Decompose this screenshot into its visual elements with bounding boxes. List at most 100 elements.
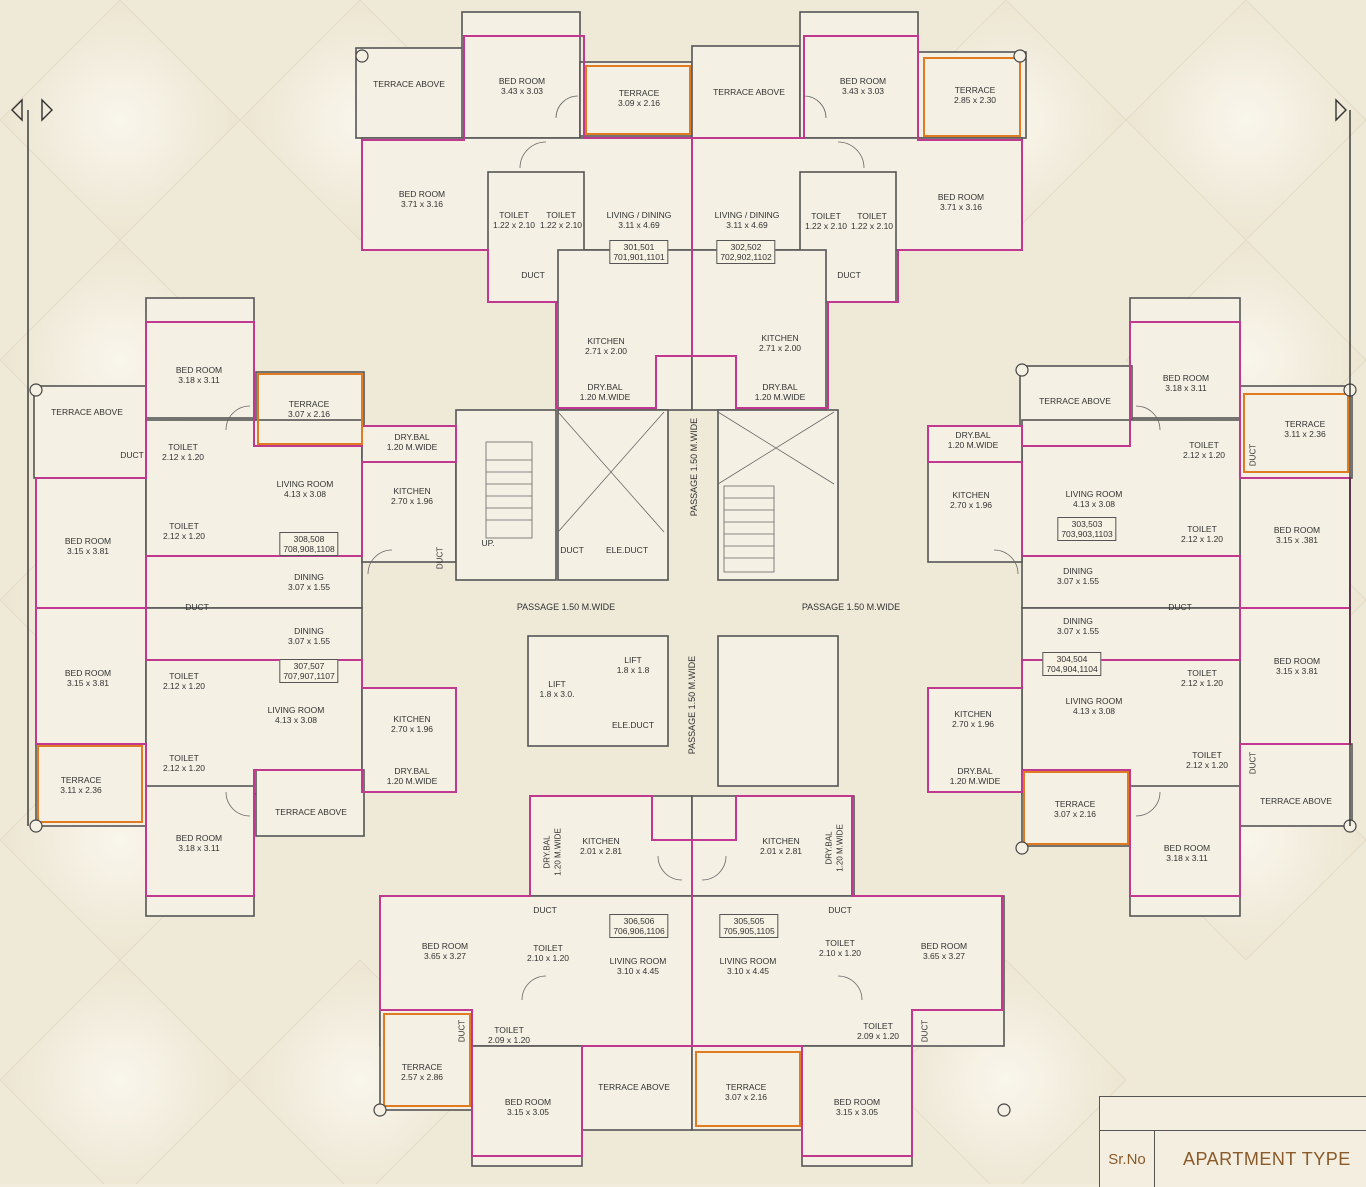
room-dimensions: 3.07 x 1.55 — [1056, 576, 1100, 586]
room-name: LIVING / DINING — [606, 210, 672, 220]
room-dimensions: 3.43 x 3.03 — [841, 86, 885, 96]
room-dimensions: 2.12 x 1.20 — [162, 531, 206, 541]
table-header-row — [1100, 1097, 1366, 1131]
room-name: BED ROOM — [64, 668, 112, 678]
room-label: DUCT — [533, 905, 557, 915]
room-dimensions: 2.57 x 2.86 — [400, 1072, 444, 1082]
room-name: ELE.DUCT — [611, 720, 655, 730]
room-label: DUCT — [828, 905, 852, 915]
room-dimensions: 3.18 x 3.11 — [178, 375, 220, 385]
room-name: TERRACE — [1054, 799, 1096, 809]
flat-number-line2: 704,904,1104 — [1046, 664, 1098, 674]
room-dimensions: 2.12 x 1.20 — [162, 681, 206, 691]
room-dimensions: 1.22 x 2.10 — [804, 221, 848, 231]
room-label: ELE.DUCT — [606, 545, 648, 555]
room-label: DUCT — [837, 270, 861, 280]
room-name: BED ROOM — [833, 1097, 881, 1107]
room-label: TERRACE ABOVE — [598, 1082, 670, 1092]
room-name: TOILET — [499, 210, 529, 220]
room-name: TERRACE ABOVE — [373, 79, 445, 89]
room-name: ELE.DUCT — [605, 545, 649, 555]
apartment-type-table: Sr.No APARTMENT TYPE — [1099, 1096, 1366, 1187]
flat-number-line1: 303,503 — [1071, 519, 1103, 529]
room-name: TOILET — [1192, 750, 1222, 760]
flat-number-line2: 705,905,1105 — [723, 926, 775, 936]
room-dimensions: 1.20 M.WIDE — [947, 440, 999, 450]
flat-number-line2: 708,908,1108 — [283, 544, 335, 554]
column-markers — [29, 49, 1357, 1117]
room-name: DRY.BAL — [762, 382, 798, 392]
terrace-outlines — [37, 57, 1349, 1127]
vertical-room-label: 1.20 M.WIDE — [835, 824, 845, 872]
room-name: DUCT — [560, 545, 584, 555]
vertical-room-label: DRY.BAL — [542, 835, 552, 869]
vertical-room-label: DUCT — [435, 546, 445, 570]
room-dimensions: 2.70 x 1.96 — [390, 496, 434, 506]
room-name: TERRACE — [401, 1062, 443, 1072]
room-dimensions: 3.07 x 1.55 — [287, 636, 331, 646]
room-name: BED ROOM — [175, 833, 223, 843]
room-dimensions: 2.10 x 1.20 — [818, 948, 862, 958]
room-dimensions: 3.15 x 3.81 — [66, 678, 110, 688]
flat-number-line1: 305,505 — [733, 916, 765, 926]
room-dimensions: 3.18 x 3.11 — [178, 843, 220, 853]
room-name: TOILET — [825, 938, 855, 948]
vertical-room-label: DUCT — [920, 1019, 930, 1043]
room-dimensions: 2.10 x 1.20 — [526, 953, 570, 963]
room-dimensions: 3.07 x 2.16 — [724, 1092, 768, 1102]
room-dimensions: 3.07 x 2.16 — [1053, 809, 1097, 819]
room-name: BED ROOM — [64, 536, 112, 546]
room-name: TERRACE — [618, 88, 660, 98]
room-dimensions: 4.13 x 3.08 — [1072, 706, 1116, 716]
room-dimensions: 2.70 x 1.96 — [949, 500, 993, 510]
room-dimensions: 3.11 x 2.36 — [1284, 429, 1326, 439]
room-name: DINING — [1063, 566, 1093, 576]
room-label: ELE.DUCT — [612, 720, 654, 730]
room-dimensions: 3.10 x 4.45 — [616, 966, 660, 976]
room-dimensions: 2.12 x 1.20 — [162, 763, 206, 773]
room-label: DUCT — [185, 602, 209, 612]
flat-number-line2: 707,907,1107 — [283, 671, 335, 681]
room-dimensions: 1.8 x 3.0. — [539, 689, 575, 699]
room-name: TERRACE ABOVE — [51, 407, 123, 417]
passage-label-left: PASSAGE 1.50 M.WIDE — [516, 602, 616, 612]
room-name: DRY.BAL — [394, 766, 430, 776]
room-name: LIVING / DINING — [714, 210, 780, 220]
room-name: TERRACE ABOVE — [275, 807, 347, 817]
room-dimensions: 3.15 x .381 — [1275, 535, 1319, 545]
room-dimensions: 2.71 x 2.00 — [758, 343, 802, 353]
core-details — [485, 411, 835, 573]
room-name: DUCT — [521, 270, 545, 280]
room-dimensions: 2.09 x 1.20 — [856, 1031, 900, 1041]
passage-label-top: PASSAGE 1.50 M.WIDE — [689, 417, 699, 517]
room-name: DRY.BAL — [957, 766, 993, 776]
room-name: BED ROOM — [920, 941, 968, 951]
room-name: KITCHEN — [761, 333, 799, 343]
flat-number-line1: 304,504 — [1056, 654, 1088, 664]
flat-number-line2: 703,903,1103 — [1061, 529, 1113, 539]
